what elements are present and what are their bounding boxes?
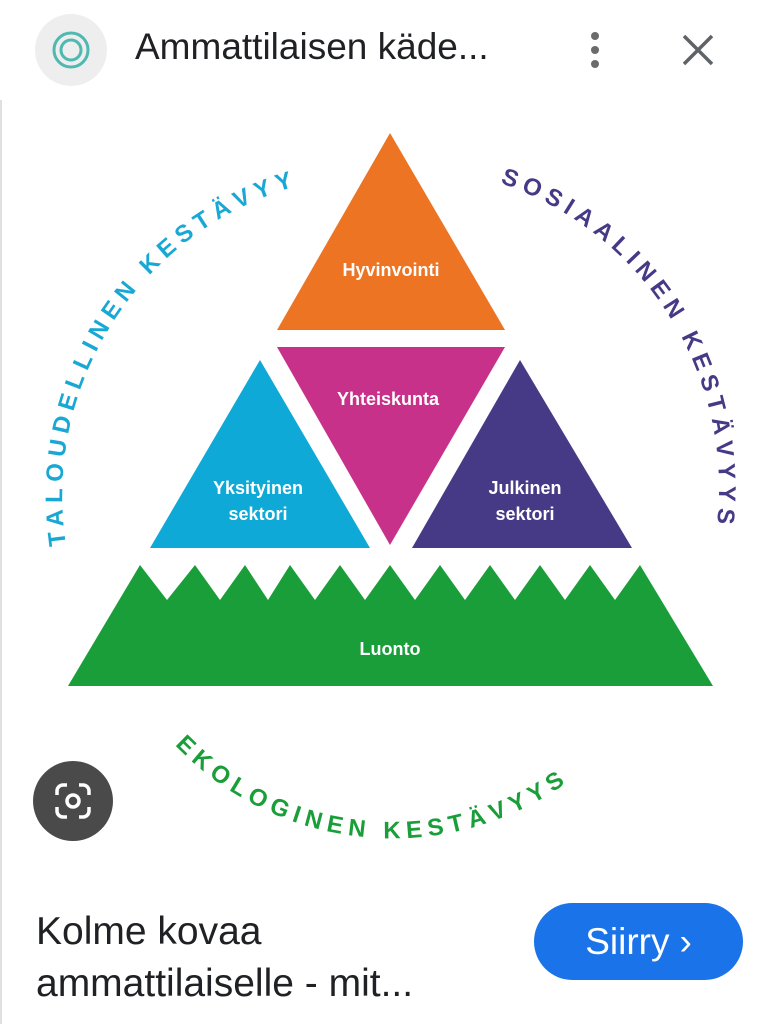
label-private-1: Yksityinen [213, 478, 303, 498]
label-public-1: Julkinen [488, 478, 561, 498]
sustainability-diagram[interactable]: TALOUDELLINEN KESTÄVYYS SOSIAALINEN KEST… [0, 108, 777, 878]
nature-base [68, 565, 713, 686]
google-lens-icon [55, 783, 91, 819]
triangle-private-sector [150, 360, 370, 548]
label-public-2: sektori [495, 504, 554, 524]
site-favicon[interactable] [35, 14, 107, 86]
concentric-circles-icon [52, 31, 90, 69]
visit-button-label: Siirry [585, 920, 670, 962]
caption-line-2: ammattilaiselle - mit... [36, 962, 414, 1005]
triangle-society [277, 347, 505, 545]
chevron-right-icon: › [679, 920, 692, 962]
close-icon[interactable] [680, 32, 716, 68]
triangle-wellbeing [277, 133, 505, 330]
arc-label-ecological: EKOLOGINEN KESTÄVYYS [171, 730, 574, 844]
header: Ammattilaisen käde... [0, 0, 777, 105]
panel-edge [0, 100, 2, 1024]
more-vert-icon[interactable] [580, 28, 610, 72]
label-wellbeing: Hyvinvointi [342, 260, 439, 280]
page-title[interactable]: Ammattilaisen käde... [135, 26, 489, 67]
result-caption[interactable]: Kolme kovaa ammattilaiselle - mit... [36, 906, 516, 1010]
google-lens-button[interactable] [33, 761, 113, 841]
label-nature: Luonto [360, 639, 421, 659]
triangle-public-sector [412, 360, 632, 548]
label-private-2: sektori [228, 504, 287, 524]
visit-button[interactable]: Siirry › [534, 903, 743, 980]
caption-line-1: Kolme kovaa [36, 910, 262, 953]
label-society: Yhteiskunta [337, 389, 440, 409]
